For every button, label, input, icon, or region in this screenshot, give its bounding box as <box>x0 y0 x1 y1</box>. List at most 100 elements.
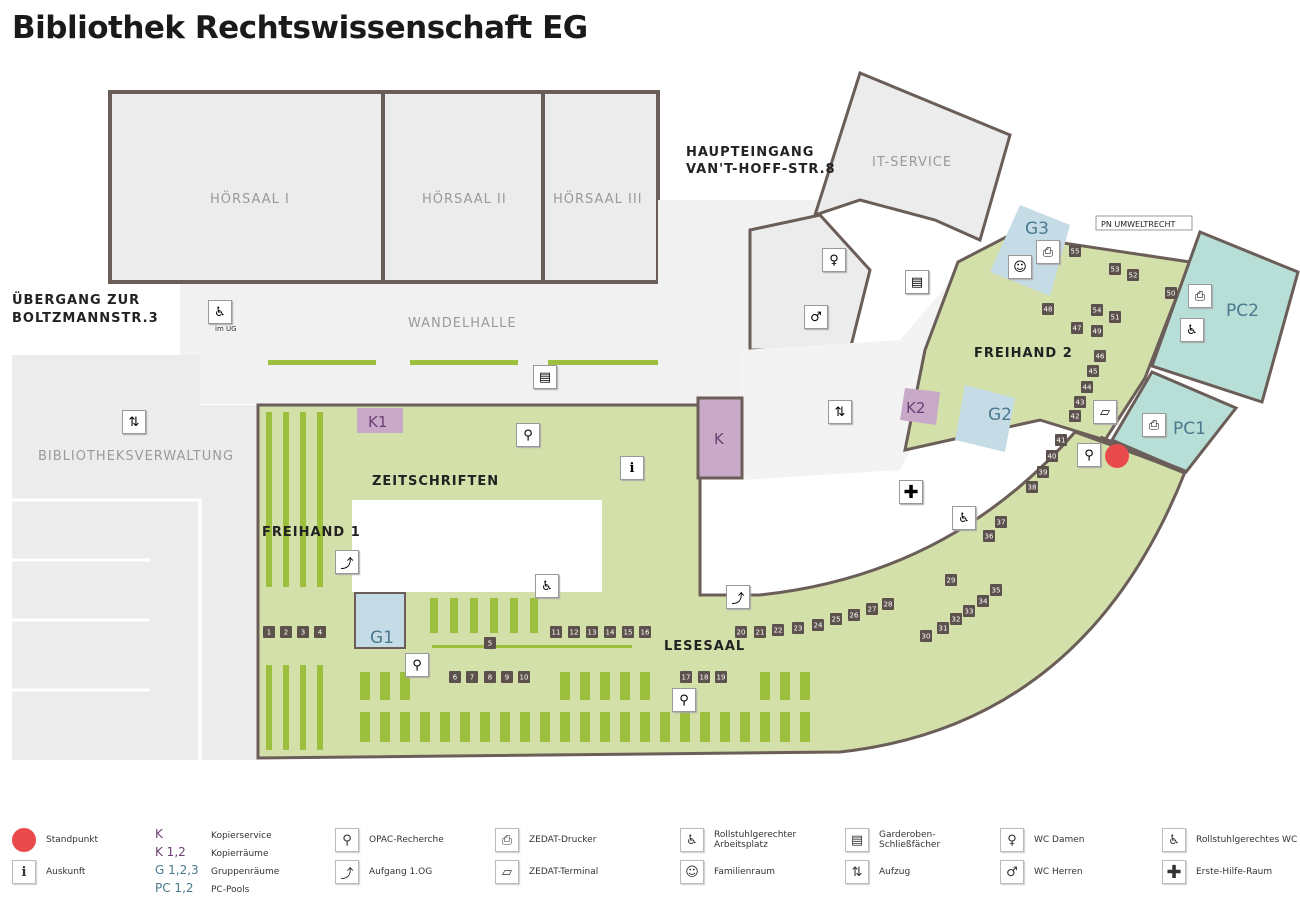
first-aid-icon: ✚ <box>1162 860 1186 884</box>
seat-marker-label: 7 <box>470 674 474 682</box>
standpunkt-icon <box>12 828 36 852</box>
shelf <box>470 598 478 633</box>
pc1-room <box>1109 370 1239 474</box>
stairs-icon: ⤴ <box>335 550 359 574</box>
shelf <box>580 672 590 700</box>
seat-marker: 49 <box>1091 325 1103 337</box>
seat-marker: 3 <box>297 626 309 638</box>
seat-marker-label: 42 <box>1071 413 1080 421</box>
seat-marker: 30 <box>920 630 932 642</box>
locker-icon: ▤ <box>533 365 557 389</box>
courtyard-1 <box>352 500 602 592</box>
shelf <box>500 712 510 742</box>
shelf <box>440 712 450 742</box>
seat-marker-label: 38 <box>1028 484 1037 492</box>
label-uebergang: ÜBERGANG ZUR <box>12 292 140 308</box>
terminal-icon[interactable]: ▱ <box>1093 400 1117 424</box>
opac-search-icon[interactable]: ⚲ <box>1077 443 1101 467</box>
wheelchair-icon: ♿ <box>680 828 704 852</box>
label-lesesaal: LESESAAL <box>664 639 745 654</box>
opac-search-icon[interactable]: ⚲ <box>672 688 696 712</box>
seat-marker-label: 5 <box>488 640 492 648</box>
legend-garderobe: Garderoben- <box>879 830 936 840</box>
stairs-icon: ⤴ <box>335 860 359 884</box>
seat-marker-label: 19 <box>717 674 726 682</box>
legend-rollstuhl: Rollstuhlgerechter <box>714 830 797 840</box>
shelf <box>380 712 390 742</box>
seat-marker: 9 <box>501 671 513 683</box>
seat-marker-label: 10 <box>520 674 529 682</box>
label-g2: G2 <box>988 405 1012 425</box>
legend-wc-damen: WC Damen <box>1034 835 1085 845</box>
seat-marker-label: 37 <box>997 519 1006 527</box>
seat-marker: 42 <box>1069 410 1081 422</box>
label-k2: K2 <box>906 399 925 417</box>
label-freihand-2: FREIHAND 2 <box>974 346 1073 361</box>
shelf <box>420 712 430 742</box>
page-title: Bibliothek Rechtswissenschaft EG <box>12 10 588 46</box>
seat-marker-label: 53 <box>1111 266 1120 274</box>
shelf <box>266 665 272 750</box>
shelf <box>317 665 323 750</box>
wheelchair-wc-icon: ♿ <box>1162 828 1186 852</box>
seat-marker-label: 29 <box>947 577 956 585</box>
legend-wc-rollstuhl: Rollstuhlgerechtes WC <box>1196 835 1298 845</box>
seat-marker-label: 9 <box>505 674 509 682</box>
seat-marker: 55 <box>1069 245 1081 257</box>
family-room-icon: ☺ <box>1008 255 1032 279</box>
label-hoersaal-1: HÖRSAAL I <box>210 190 290 207</box>
shelf <box>700 712 710 742</box>
shelf <box>266 412 272 587</box>
elevator-icon: ⇅ <box>845 860 869 884</box>
legend-opac: OPAC-Recherche <box>369 835 444 845</box>
shelf <box>580 712 590 742</box>
family-room-icon: ☺ <box>680 860 704 884</box>
seat-marker: 6 <box>449 671 461 683</box>
legend-wc-herren: WC Herren <box>1034 867 1083 877</box>
shelf <box>283 412 289 587</box>
seat-marker: 36 <box>983 530 995 542</box>
legend-drucker: ZEDAT-Drucker <box>529 835 597 845</box>
shelf <box>360 712 370 742</box>
label-g1: G1 <box>370 628 394 648</box>
printer-icon[interactable]: ⎙ <box>1142 413 1166 437</box>
shelf <box>450 598 458 633</box>
seat-marker-label: 55 <box>1071 248 1080 256</box>
g2-room <box>955 385 1015 452</box>
printer-icon[interactable]: ⎙ <box>1036 240 1060 264</box>
seat-marker: 48 <box>1042 303 1054 315</box>
info-icon[interactable]: i <box>620 456 644 480</box>
seat-marker: 20 <box>735 626 747 638</box>
shelf <box>800 672 810 700</box>
opac-search-icon: ⚲ <box>335 828 359 852</box>
foyer <box>742 270 990 480</box>
seat-marker-label: 23 <box>794 625 803 633</box>
seat-marker: 31 <box>937 622 949 634</box>
shelf <box>480 712 490 742</box>
legend-code-label: Kopierservice <box>211 831 272 841</box>
shelf <box>283 665 289 750</box>
legend-code-label: Gruppenräume <box>211 867 280 877</box>
seat-marker: 5 <box>484 637 496 649</box>
seat-marker: 37 <box>995 516 1007 528</box>
label-pc2: PC2 <box>1226 301 1259 321</box>
shelf <box>460 712 470 742</box>
seat-marker-label: 13 <box>588 629 597 637</box>
shelf <box>400 672 410 700</box>
seat-marker: 33 <box>963 605 975 617</box>
printer-icon[interactable]: ⎙ <box>1188 284 1212 308</box>
wheelchair-wc-icon: ♿ <box>208 300 232 324</box>
elevator-icon: ⇅ <box>122 410 146 434</box>
seat-marker-label: 40 <box>1048 453 1057 461</box>
seat-marker: 27 <box>866 603 878 615</box>
label-hoersaal-3: HÖRSAAL III <box>553 190 643 207</box>
opac-search-icon[interactable]: ⚲ <box>405 653 429 677</box>
opac-search-icon[interactable]: ⚲ <box>516 423 540 447</box>
seat-marker: 8 <box>484 671 496 683</box>
label-haupteingang: HAUPTEINGANG <box>686 145 814 160</box>
seat-marker: 4 <box>314 626 326 638</box>
legend-code: PC 1,2 <box>155 881 194 895</box>
seat-marker: 34 <box>977 595 989 607</box>
seat-marker-label: 50 <box>1167 290 1176 298</box>
legend-erste-hilfe: Erste-Hilfe-Raum <box>1196 867 1273 877</box>
